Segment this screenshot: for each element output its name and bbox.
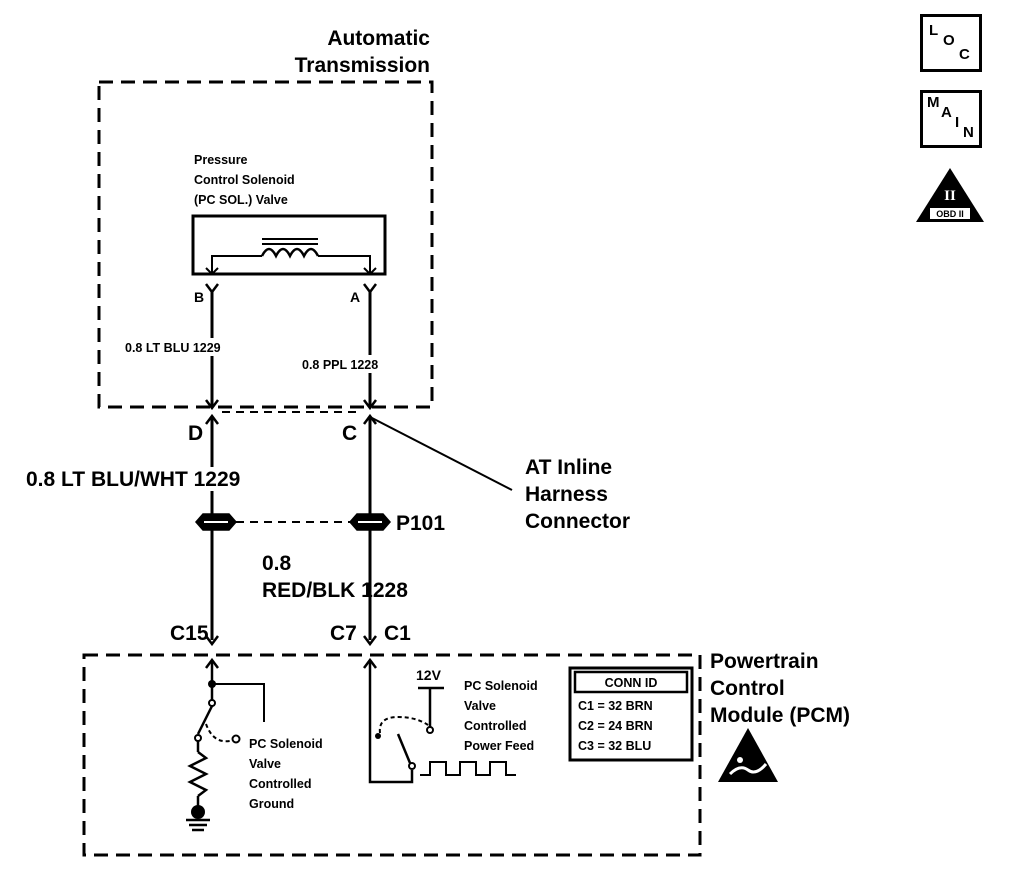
ground-icon: [186, 805, 210, 832]
wire-label-lt-blu: 0.8 LT BLU 1229: [125, 341, 221, 355]
pcm-enclosure: [82, 653, 702, 857]
conn-id-table: CONN ID C1 = 32 BRN C2 = 24 BRN C3 = 32 …: [568, 666, 694, 762]
connector-d-socket: [205, 413, 219, 425]
conn-id-row: C1 = 32 BRN: [578, 699, 653, 713]
loc-letter-o: O: [943, 32, 955, 49]
connector-label-2: Harness: [525, 483, 608, 506]
feed-label-2: Valve: [464, 699, 496, 713]
ground-switch-control: [205, 723, 235, 743]
pin-b-connector: [205, 283, 219, 295]
pcm-label-2: Control: [710, 677, 785, 700]
feed-label-4: Power Feed: [464, 739, 534, 753]
pin-c-label: C: [342, 422, 357, 445]
esd-warning-icon: [718, 728, 778, 782]
conn-id-row: C3 = 32 BLU: [578, 739, 651, 753]
connector-c-arrow: [363, 399, 377, 411]
loc-badge-icon[interactable]: L O C: [920, 14, 982, 72]
feed-switch: [396, 733, 412, 764]
splice-label: P101: [396, 512, 445, 535]
main-letter-m: M: [927, 94, 940, 111]
solenoid-internal-wire: [211, 255, 262, 274]
transmission-enclosure: [97, 80, 434, 409]
pin-a-connector: [363, 283, 377, 295]
pin-b-label: B: [194, 289, 204, 305]
pin-c1-label: C1: [384, 622, 411, 645]
voltage-label: 12V: [416, 667, 442, 683]
pin-c15-connector: [205, 635, 219, 647]
main-letter-n: N: [963, 124, 974, 141]
solenoid-internal-wire-2: [318, 255, 371, 274]
pwm-waveform-icon: [420, 761, 516, 776]
ground-label-4: Ground: [249, 797, 294, 811]
ground-label: PC Solenoid: [249, 737, 323, 751]
transmission-title-2: Transmission: [295, 54, 430, 77]
solenoid-box: [191, 214, 387, 276]
wire-label-red-blk-2: RED/BLK 1228: [262, 579, 408, 602]
connector-c-socket: [363, 413, 377, 425]
resistor-icon: [187, 751, 209, 797]
pin-d-label: D: [188, 422, 203, 445]
wire-label-ppl: 0.8 PPL 1228: [302, 358, 378, 372]
loc-letter-c: C: [959, 46, 970, 63]
obd-text: OBD II: [936, 209, 964, 219]
pin-c7-connector: [363, 635, 377, 647]
obd-ii-icon[interactable]: II OBD II: [916, 168, 984, 222]
connector-leader-line: [371, 417, 513, 491]
ground-switch: [196, 705, 214, 735]
feed-label: PC Solenoid: [464, 679, 538, 693]
solenoid-label-3: (PC SOL.) Valve: [194, 193, 288, 207]
feed-label-3: Controlled: [464, 719, 527, 733]
pcm-label-3: Module (PCM): [710, 704, 850, 727]
pin-a-label: A: [350, 289, 360, 305]
coil-icon: [260, 247, 320, 259]
ground-feedback-wire: [212, 683, 265, 722]
main-letter-i: I: [955, 114, 960, 131]
feed-switch-control: [378, 715, 429, 734]
main-letter-a: A: [941, 104, 952, 121]
loc-letter-l: L: [929, 22, 939, 39]
conn-id-row: C2 = 24 BRN: [578, 719, 653, 733]
conn-id-header: CONN ID: [605, 676, 658, 690]
solenoid-pin-arrow-a: [363, 267, 377, 276]
solenoid-pin-arrow-b: [205, 267, 219, 276]
connector-label-3: Connector: [525, 510, 630, 533]
solenoid-label: Pressure: [194, 153, 248, 167]
pin-c7-label: C7: [330, 622, 357, 645]
solenoid-label-2: Control Solenoid: [194, 173, 295, 187]
transmission-title: Automatic: [327, 27, 430, 50]
ground-label-3: Controlled: [249, 777, 312, 791]
wire-label-lt-blu-wht: 0.8 LT BLU/WHT 1229: [26, 468, 240, 491]
main-badge-icon[interactable]: M A I N: [920, 90, 982, 148]
wire-label-red-blk: 0.8: [262, 552, 292, 575]
feed-circuit-wire: [368, 660, 414, 784]
pcm-label: Powertrain: [710, 650, 819, 673]
connector-label: AT Inline: [525, 456, 612, 479]
obd-roman: II: [944, 188, 956, 204]
ground-label-2: Valve: [249, 757, 281, 771]
pin-c15-label: C15: [170, 622, 209, 645]
connector-d-arrow: [205, 399, 219, 411]
